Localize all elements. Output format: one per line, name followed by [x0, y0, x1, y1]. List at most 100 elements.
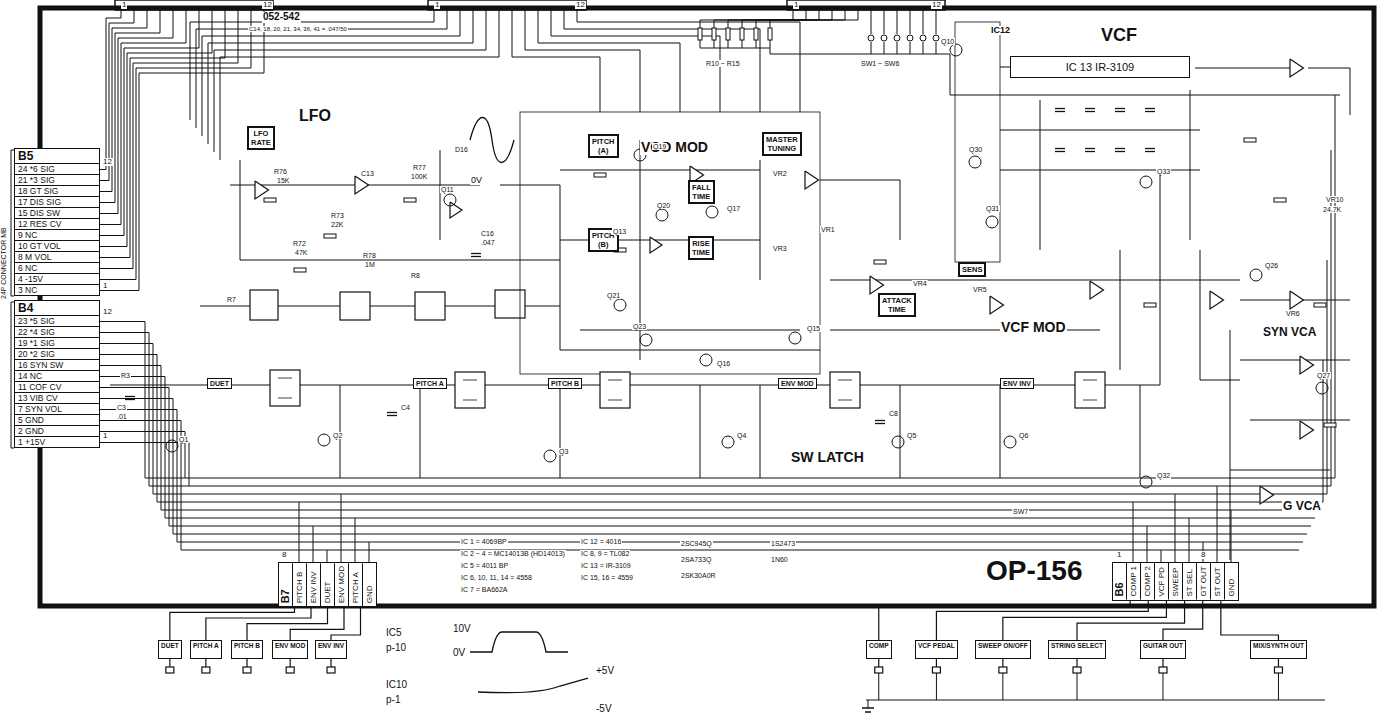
node-text: ENV MOD	[781, 379, 814, 388]
component-label: 12	[931, 1, 942, 9]
node-text: GT OUT	[1196, 563, 1210, 600]
switch-contact	[933, 35, 939, 41]
node-text: 9 NC	[15, 229, 99, 240]
wire	[1000, 130, 1200, 131]
ic-symbol	[270, 370, 300, 406]
resistor-symbol	[1324, 423, 1336, 427]
capacitor-symbol	[1145, 108, 1155, 109]
wire	[923, 42, 924, 54]
wire	[1200, 250, 1240, 380]
component-label: p-10	[385, 643, 407, 654]
component-label: 47K	[294, 249, 308, 256]
capacitor-symbol	[471, 256, 481, 257]
ic-detail	[608, 380, 622, 381]
wire	[1230, 330, 1231, 560]
jack-symbol	[166, 667, 174, 673]
component-label: VR6	[1285, 310, 1301, 317]
header-pin	[460, 10, 461, 15]
wire	[560, 385, 561, 478]
node-text: COMP	[869, 642, 889, 650]
node-text: 11 COF CV	[15, 381, 99, 392]
jack-box: MIX/SYNTH OUT	[1250, 640, 1307, 659]
pin-wire	[1189, 518, 1190, 563]
component-label: p-1	[385, 695, 401, 706]
component-label: -5V	[595, 704, 613, 715]
ic-symbol	[830, 372, 860, 408]
wire	[1308, 68, 1350, 115]
header-pin	[238, 10, 239, 15]
component-label: Q19	[652, 143, 667, 150]
component-label: 24.7K	[1322, 206, 1342, 213]
pin-wire	[1175, 494, 1176, 563]
wire	[1040, 100, 1041, 250]
header-pin	[793, 10, 794, 15]
component-label: Q15	[806, 325, 821, 332]
component-label: 1	[793, 1, 799, 9]
capacitor-symbol	[1115, 111, 1125, 112]
transistor-symbol	[640, 334, 652, 346]
component-label: R7	[226, 296, 237, 303]
component-label: Q6	[1018, 432, 1029, 439]
header-pin	[910, 10, 911, 15]
node-text: RISE TIME	[692, 239, 710, 257]
transistor-symbol	[656, 209, 668, 221]
node-text: VCF PEDAL	[918, 642, 955, 650]
section-title: SW LATCH	[790, 450, 865, 465]
section-title: VCO MOD	[640, 140, 709, 155]
transistor-symbol	[789, 332, 801, 344]
transistor-symbol	[969, 156, 981, 168]
component-label: IC10	[385, 680, 408, 691]
resistor-symbol	[1274, 198, 1286, 202]
component-label: Q33	[1156, 168, 1171, 175]
node-text: ST SEL	[1182, 563, 1196, 600]
opamp-symbol	[870, 276, 884, 294]
wire	[100, 15, 199, 236]
wire	[830, 280, 1240, 281]
wire	[560, 170, 760, 171]
wire	[100, 443, 189, 487]
opamp-symbol	[1290, 291, 1304, 309]
capacitor-symbol	[1145, 148, 1155, 149]
component-label: Q11	[440, 186, 455, 193]
jack-box: PITCH B	[231, 640, 263, 659]
jack-symbol	[1278, 673, 1279, 700]
jack-symbol	[1073, 667, 1081, 673]
capacitor-symbol	[1085, 151, 1095, 152]
component-label: SW7	[1012, 508, 1029, 515]
component-label: 15K	[276, 177, 290, 184]
jack-box: ENV INV	[315, 640, 347, 659]
jack-symbol	[202, 667, 210, 673]
bus-wire	[149, 486, 1331, 487]
node-text: ENV INV	[318, 642, 344, 650]
component-label: 1M	[364, 261, 376, 268]
node-text: DUET	[210, 379, 229, 388]
jack-box: COMP	[866, 640, 892, 659]
jack-symbol	[290, 659, 291, 667]
component-label: R10 ~ R15	[705, 60, 741, 67]
component-label: VR10	[1325, 196, 1345, 203]
wire	[1160, 170, 1161, 385]
opamp-symbol	[1210, 291, 1224, 309]
resistor-symbol	[712, 28, 716, 40]
bus-wire	[165, 518, 1315, 519]
node-text: 12 RES CV	[15, 218, 99, 229]
connector-wire	[1221, 601, 1279, 640]
wire	[551, 15, 720, 112]
component-label: R73	[330, 212, 345, 219]
jack-symbol	[1002, 673, 1003, 700]
component-label: IC 12 = 4016	[580, 538, 622, 545]
jack-symbol	[1159, 667, 1167, 673]
wire	[577, 15, 800, 112]
opamp-symbol	[450, 202, 462, 218]
node-text: 17 DIS SIG	[15, 196, 99, 207]
ic-detail	[608, 400, 622, 401]
switch-contact	[894, 35, 900, 41]
node-text: 18 GT SIG	[15, 185, 99, 196]
component-label: 12	[102, 308, 113, 316]
wire	[100, 15, 238, 269]
node-text: 13 VIB CV	[15, 392, 99, 403]
header-pin	[447, 10, 448, 15]
jack-symbol	[936, 659, 937, 667]
wire	[564, 15, 760, 112]
node-text: ENV INV	[306, 563, 320, 606]
